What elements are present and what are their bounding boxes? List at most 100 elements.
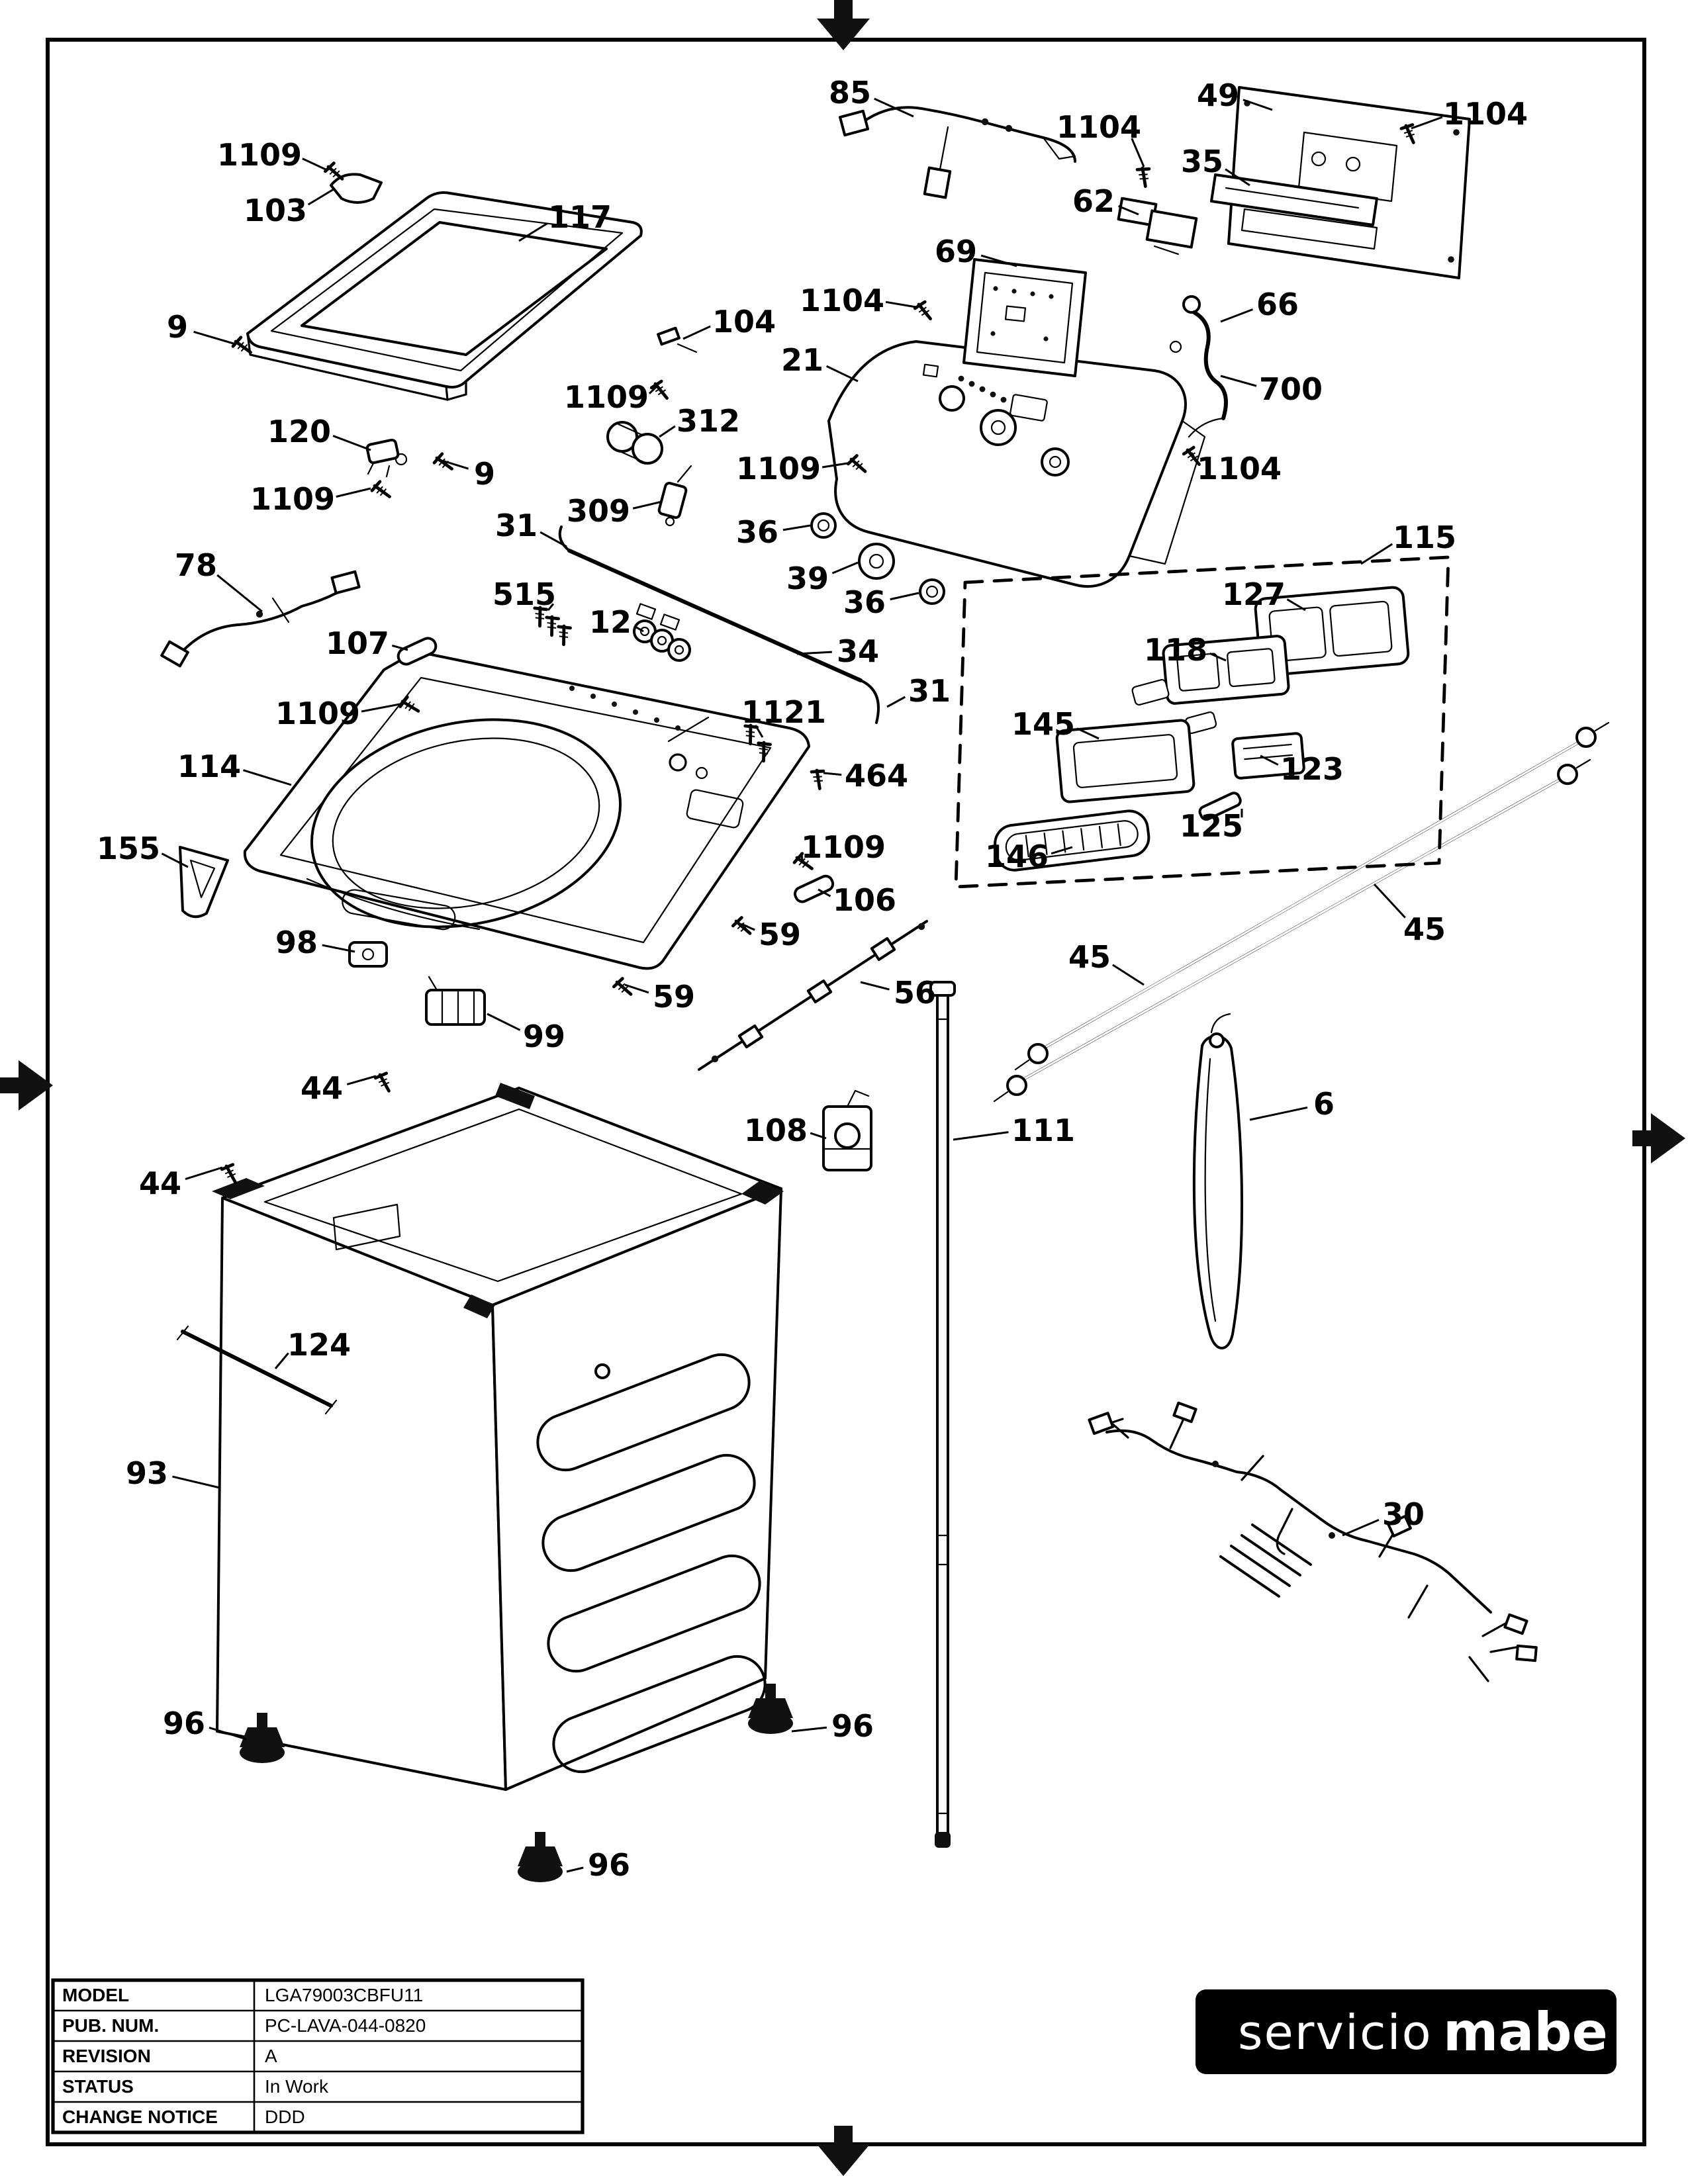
- title-block-label: MODEL: [62, 1985, 129, 2005]
- page-frame: [46, 38, 1646, 2146]
- callout-leader-21: [825, 365, 859, 383]
- bracket-108: [822, 1089, 872, 1171]
- damper-107: [397, 637, 438, 666]
- dispenser-tray-127: [1254, 586, 1410, 677]
- callout-label-39: 39: [786, 561, 829, 596]
- callout-leader-98: [322, 944, 355, 953]
- callout-label-85: 85: [829, 75, 871, 111]
- callout-label-123: 123: [1280, 751, 1344, 787]
- callout-label-98: 98: [275, 925, 318, 960]
- callout-leader-85: [874, 97, 914, 118]
- drain-guide: [1192, 1013, 1244, 1349]
- callout-label-312: 312: [677, 403, 740, 439]
- side-rod: [176, 1325, 338, 1415]
- callout-label-115: 115: [1393, 520, 1456, 555]
- crop-arrow-left: [0, 1060, 53, 1111]
- callout-leader-6: [1249, 1106, 1308, 1121]
- callout-leader-1109: [648, 385, 658, 394]
- dispenser-clip: [1131, 678, 1170, 706]
- callout-leader-9: [193, 330, 236, 345]
- title-block-label: REVISION: [62, 2046, 151, 2066]
- callout-leader-59: [741, 923, 755, 931]
- callout-leader-115: [1360, 543, 1393, 565]
- switch-309: [657, 465, 692, 527]
- brand-logo: servicio mabe: [1196, 1989, 1617, 2074]
- callout-label-145: 145: [1011, 706, 1075, 742]
- brand-logo-servicio: servicio: [1238, 2005, 1432, 2060]
- title-block-value: In Work: [265, 2076, 329, 2097]
- callout-leader-124: [274, 1352, 289, 1369]
- callout-label-21: 21: [781, 342, 823, 378]
- leveling-foot: [518, 1832, 563, 1882]
- leveling-foot: [240, 1713, 285, 1763]
- callout-label-93: 93: [126, 1455, 168, 1491]
- callout-label-12: 12: [589, 604, 632, 640]
- crop-arrow-top: [817, 0, 870, 50]
- wiring-harness-main: [1088, 1401, 1538, 1682]
- callout-label-107: 107: [326, 625, 389, 661]
- callout-label-31: 31: [495, 508, 538, 543]
- callout-label-99: 99: [523, 1019, 565, 1054]
- callout-label-56: 56: [894, 975, 936, 1011]
- callout-leader-78: [216, 574, 263, 613]
- callout-leader-145: [1076, 727, 1100, 740]
- dispenser-front-146: [994, 809, 1150, 872]
- callout-leader-146: [1051, 846, 1073, 855]
- callout-leader-34: [796, 651, 832, 655]
- bracket-62: [1117, 197, 1198, 255]
- callout-label-1109: 1109: [217, 137, 302, 173]
- callout-label-45: 45: [1068, 939, 1111, 975]
- callout-leader-464: [823, 772, 842, 776]
- callout-leader-120: [332, 435, 371, 451]
- callout-leader-56: [860, 981, 890, 991]
- spacer-106: [794, 874, 835, 903]
- callout-label-96: 96: [831, 1708, 874, 1744]
- title-block-label: PUB. NUM.: [62, 2015, 159, 2036]
- callout-leader-96: [566, 1866, 584, 1873]
- title-block-label: CHANGE NOTICE: [62, 2107, 218, 2127]
- brand-logo-mabe: mabe: [1443, 2001, 1608, 2063]
- title-block-value: PC-LAVA-044-0820: [265, 2015, 426, 2036]
- callout-label-1104: 1104: [1056, 109, 1141, 145]
- callout-label-464: 464: [845, 758, 908, 794]
- callout-label-108: 108: [744, 1113, 808, 1148]
- latch-120: [365, 438, 408, 478]
- callout-label-69: 69: [935, 234, 977, 269]
- callout-leader-1109: [336, 487, 371, 498]
- callout-leader-45: [1112, 964, 1145, 986]
- crop-arrow-bottom: [817, 2126, 870, 2176]
- callout-leader-104: [682, 325, 711, 340]
- callout-leader-117: [518, 222, 548, 242]
- callout-leader-31: [539, 531, 567, 548]
- callout-leader-62: [1118, 205, 1139, 216]
- callout-leader-700: [1220, 375, 1257, 387]
- callout-leader-114: [243, 769, 292, 786]
- lid-rod: [558, 525, 880, 724]
- callout-label-44: 44: [301, 1070, 343, 1106]
- callout-leader-1104: [885, 300, 917, 308]
- callout-label-34: 34: [837, 633, 879, 669]
- callout-label-66: 66: [1256, 287, 1299, 322]
- dispenser-detail-box: [954, 555, 1450, 889]
- water-valve: [1169, 295, 1228, 438]
- dispenser-insert-118: [1162, 635, 1290, 705]
- callout-leader-1104: [1411, 116, 1443, 130]
- title-block-label: STATUS: [62, 2076, 134, 2097]
- callout-label-45: 45: [1403, 911, 1446, 947]
- callout-label-59: 59: [653, 979, 695, 1015]
- hinge-cover-103: [330, 173, 383, 204]
- callout-label-111: 111: [1011, 1113, 1075, 1148]
- callout-leader-36: [782, 524, 811, 531]
- title-block-value: LGA79003CBFU11: [265, 1985, 423, 2005]
- callout-label-30: 30: [1382, 1496, 1425, 1532]
- callout-label-103: 103: [244, 193, 307, 228]
- callout-leader-31: [886, 696, 906, 708]
- callout-leader-39: [831, 561, 859, 574]
- cabinet: [212, 1083, 784, 1791]
- control-board: [962, 258, 1087, 377]
- title-block-value: A: [265, 2046, 277, 2066]
- callout-leader-111: [953, 1131, 1009, 1141]
- wiring-harness-top: [838, 106, 1076, 199]
